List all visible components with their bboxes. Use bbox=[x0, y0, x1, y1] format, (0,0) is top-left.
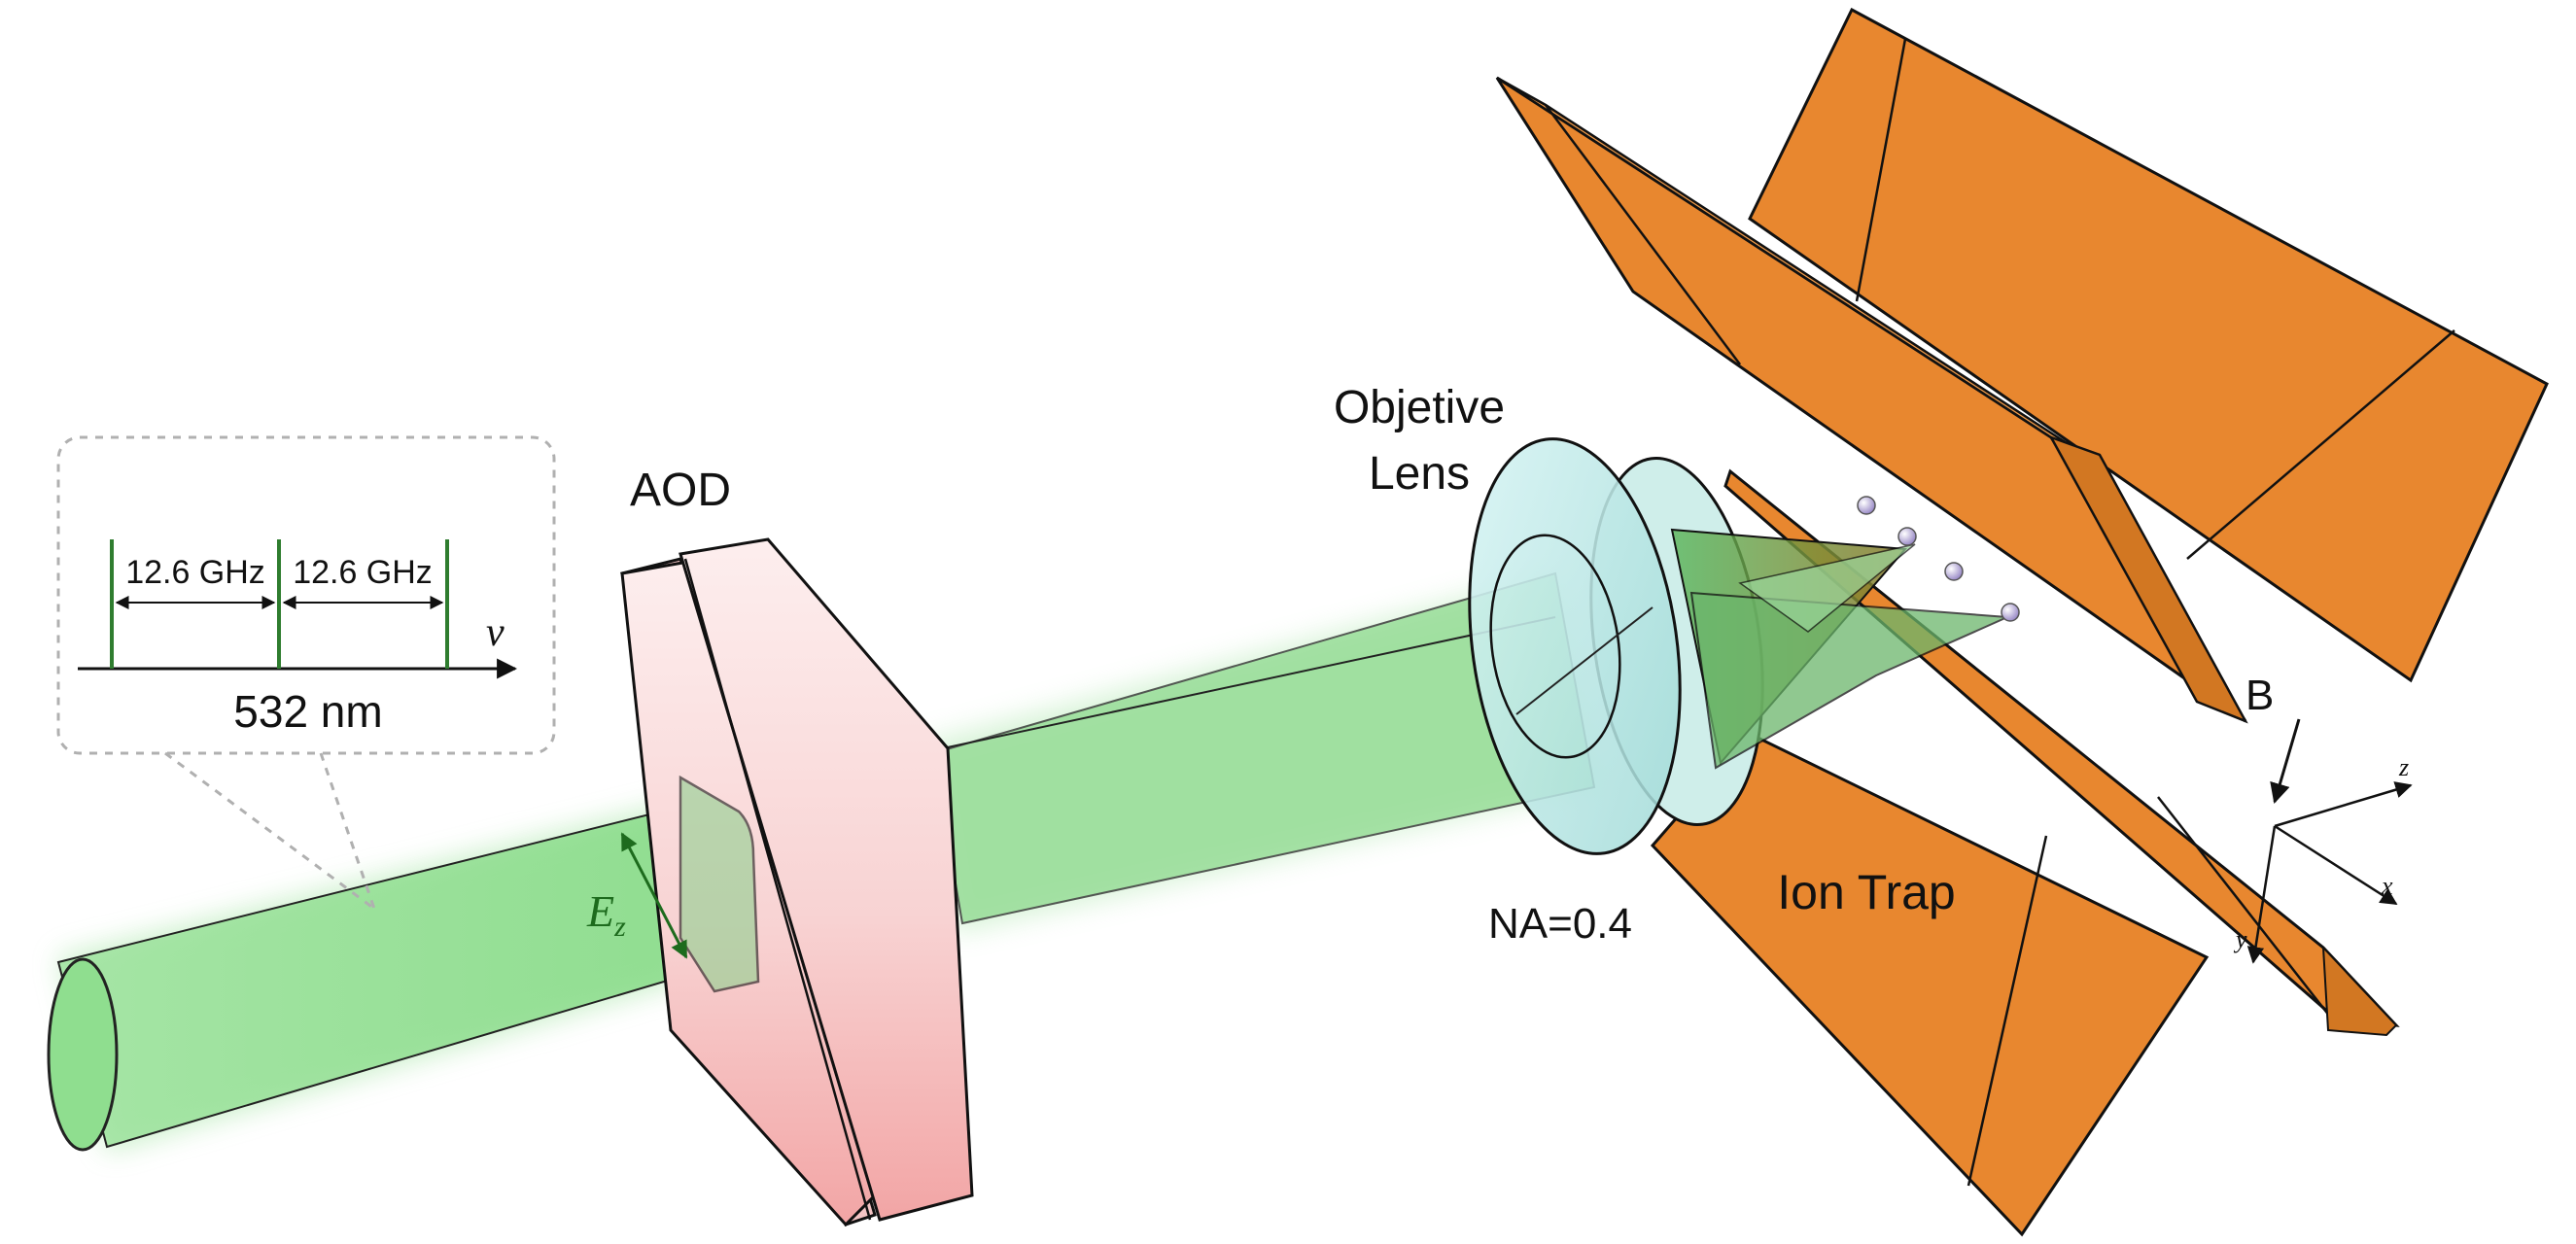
laser-beam bbox=[47, 802, 681, 1152]
axis-y-label: y bbox=[2233, 925, 2247, 953]
axis-z-label: z bbox=[2398, 753, 2409, 781]
e-field-polarization: Ez bbox=[586, 832, 688, 959]
ion-trap-label: Ion Trap bbox=[1777, 865, 1955, 919]
objective-lens-label-line1: Objetive bbox=[1334, 382, 1505, 433]
frequency-spacing-label-1: 12.6 GHz bbox=[125, 554, 265, 591]
e-field-label: Ez bbox=[586, 886, 626, 943]
focused-beams bbox=[1670, 528, 2008, 770]
axis-x-label: x bbox=[2381, 872, 2393, 900]
upper-electrode bbox=[1495, 7, 2549, 724]
b-field-label: B bbox=[2245, 672, 2274, 719]
ion bbox=[1897, 527, 1917, 546]
wavelength-label: 532 nm bbox=[233, 686, 382, 737]
coordinate-axes: z x y bbox=[2233, 753, 2413, 964]
aod-label: AOD bbox=[630, 465, 731, 516]
frequency-axis-label: ν bbox=[486, 610, 505, 655]
magnetic-field-indicator: B bbox=[2245, 672, 2301, 805]
aod-crystal bbox=[620, 537, 974, 1227]
frequency-spacing-label-2: 12.6 GHz bbox=[293, 554, 433, 591]
ion bbox=[1944, 562, 1964, 581]
ion bbox=[2001, 603, 2020, 622]
numerical-aperture-label: NA=0.4 bbox=[1488, 900, 1632, 948]
objective-lens-label-line2: Lens bbox=[1369, 448, 1470, 500]
ion bbox=[1857, 496, 1876, 515]
spectrum-callout: 12.6 GHz 12.6 GHz ν 532 nm bbox=[56, 435, 556, 911]
ion-chain bbox=[1857, 496, 2020, 622]
